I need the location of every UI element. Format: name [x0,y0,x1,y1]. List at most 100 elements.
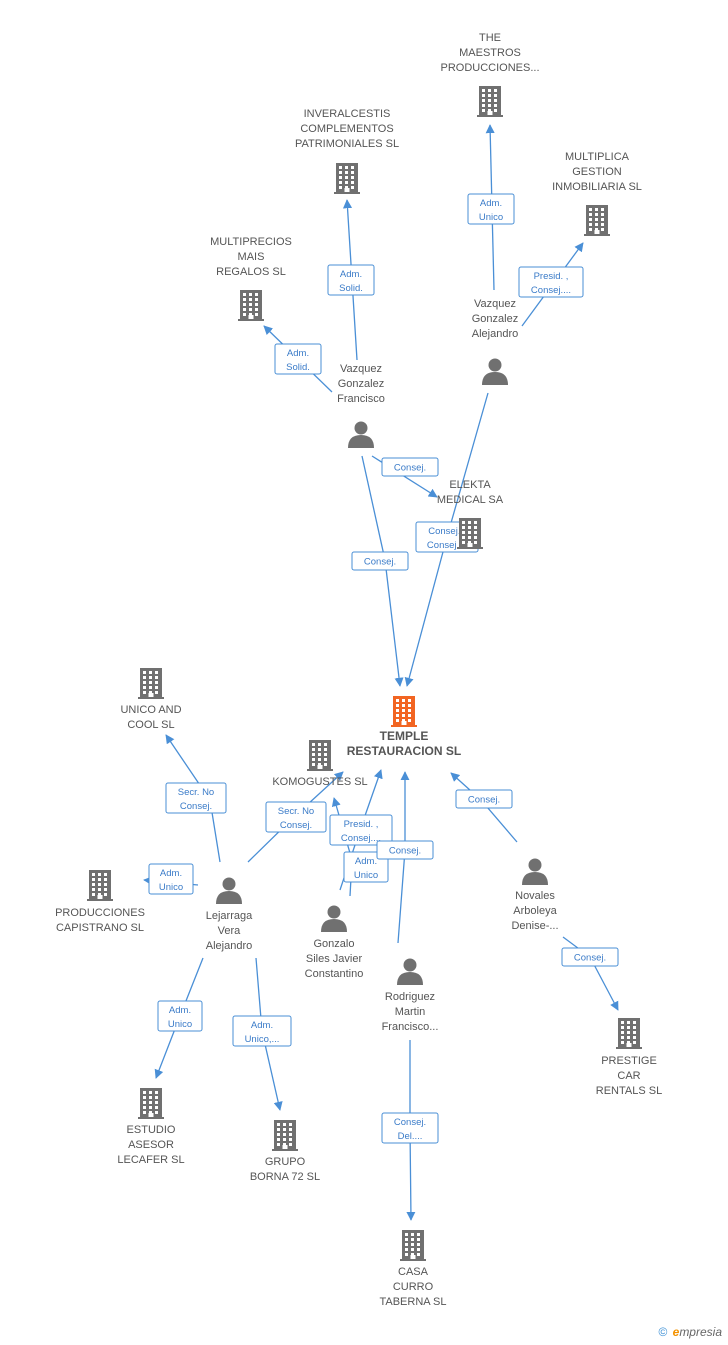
edge-label-text: Adm. [287,348,309,359]
edge-label-box [376,840,434,860]
building-icon [334,163,360,194]
node-label: Constantino [305,968,364,980]
edge-label-text: Unico [159,882,183,893]
edge-label-text: Consej. [394,1117,426,1128]
node-label: RENTALS SL [596,1085,662,1097]
edge-label[interactable]: Consej. [351,551,409,571]
company-node-maestros[interactable]: THEMAESTROSPRODUCCIONES... [440,32,540,117]
node-label: Vazquez [340,363,382,375]
edge-label-text: Consej. [394,463,426,474]
building-icon [616,1018,642,1049]
edge-label-text: Unico [479,212,503,223]
footer-brand[interactable]: © empresia [658,1325,722,1339]
building-icon [138,1088,164,1119]
edge-label-box [455,789,513,809]
node-label: ELEKTA [449,479,491,491]
edge-label-text: Adm. [355,856,377,867]
node-label: INMOBILIARIA SL [552,181,642,193]
edge-label-box [381,457,439,477]
node-label: Gonzalez [472,313,518,325]
person-node-novales[interactable]: NovalesArboleyaDenise-... [511,858,559,933]
node-label: CAR [617,1070,640,1082]
edge-label-text: Consej. [364,557,396,568]
edge-label[interactable]: Adm.Unico [148,863,194,895]
person-icon [482,358,508,385]
building-icon [477,86,503,117]
node-label: BORNA 72 SL [250,1171,320,1183]
node-label: CURRO [393,1281,434,1293]
node-label: Arboleya [513,905,557,917]
edge-label-text: Presid. , [344,819,379,830]
node-label: GRUPO [265,1156,306,1168]
edge-label-text: Adm. [340,269,362,280]
edge-label[interactable]: Adm.Unico [467,193,515,225]
edge-label-box [561,947,619,967]
edge-label[interactable]: Consej. [381,457,439,477]
edge-label-text: Consej.... [341,833,381,844]
edge-label[interactable]: Adm.Solid. [274,343,322,375]
edge-label-box [329,814,393,846]
edge-label-box [381,1112,439,1144]
node-label: TABERNA SL [379,1296,446,1308]
node-label: RESTAURACION SL [347,744,461,758]
edge-label[interactable]: Adm.Solid. [327,264,375,296]
building-icon [138,668,164,699]
edge-label-box [274,343,322,375]
node-label: PRODUCCIONES [55,907,145,919]
node-label: THE [479,32,501,44]
node-label: Alejandro [206,940,252,952]
company-node-borna[interactable]: GRUPO BORNA 72 SL [250,1120,320,1183]
edge-label-text: Secr. No [278,806,314,817]
node-label: Francisco... [382,1021,439,1033]
node-label: Siles Javier [306,953,363,965]
node-label: Rodriguez [385,991,435,1003]
edge-label-box [467,193,515,225]
edge-label-text: Consej. [574,953,606,964]
edge-label[interactable]: Consej. [376,840,434,860]
node-label: Gonzalo [314,938,355,950]
edge-label[interactable]: Adm.Unico,... [232,1015,292,1047]
node-label: COOL SL [127,719,174,731]
node-label: PATRIMONIALES SL [295,138,399,150]
edge-label[interactable]: Adm. Unico [157,1000,203,1032]
node-label: LECAFER SL [117,1154,184,1166]
edge-label-box [165,782,227,814]
edge-line [361,455,404,687]
edge-label[interactable]: Consej. [455,789,513,809]
edge-label[interactable]: Consej. [561,947,619,967]
edge-label-box [518,266,584,298]
person-node-rodriguez[interactable]: RodriguezMartinFrancisco... [382,958,439,1034]
edge-label-text: Consej.... [531,285,571,296]
node-label: CAPISTRANO SL [56,922,144,934]
edge-label-text: Adm. [169,1005,191,1016]
node-label: MAIS [238,251,265,263]
edge-label[interactable]: Consej.Del.... [381,1112,439,1144]
edge-label[interactable]: Adm.Unico [343,851,389,883]
edge-label-text: Consej. [180,801,212,812]
person-icon [216,877,242,904]
building-icon [87,870,113,901]
node-label: Lejarraga [206,910,253,922]
edge-label[interactable]: Presid. , Consej.... [329,814,393,846]
node-label: TEMPLE [380,729,429,743]
node-label: Vazquez [474,298,516,310]
company-node-komogustes[interactable]: KOMOGUSTES SL [272,740,368,788]
edge-label-text: Unico [168,1019,192,1030]
edge-label[interactable]: Presid. ,Consej.... [518,266,584,298]
company-node-capistrano[interactable]: PRODUCCIONES CAPISTRANO SL [55,870,145,934]
